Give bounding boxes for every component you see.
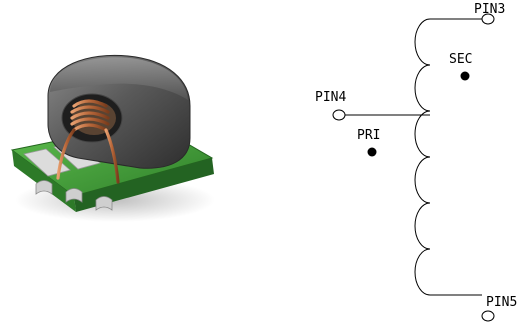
pin4-terminal [332, 109, 346, 121]
pri-phase-dot [367, 147, 377, 157]
solder-pad-edge [65, 188, 83, 203]
winding-lead [104, 128, 120, 184]
sec-label: SEC [449, 52, 472, 67]
pin3-label: PIN3 [474, 2, 505, 17]
pin5-label: PIN5 [486, 295, 517, 310]
sec-phase-dot [460, 71, 470, 81]
pin3-terminal [481, 13, 495, 25]
solder-pad-edge [35, 180, 53, 195]
pin4-label: PIN4 [315, 90, 346, 105]
solder-pad-edge [95, 196, 113, 211]
winding-lead [56, 128, 76, 180]
ferrite-core [47, 54, 191, 169]
schematic [332, 13, 495, 322]
component-illustration [10, 54, 215, 222]
pin5-terminal [481, 310, 495, 322]
pri-label: PRI [357, 128, 380, 143]
copper-winding [56, 99, 120, 184]
